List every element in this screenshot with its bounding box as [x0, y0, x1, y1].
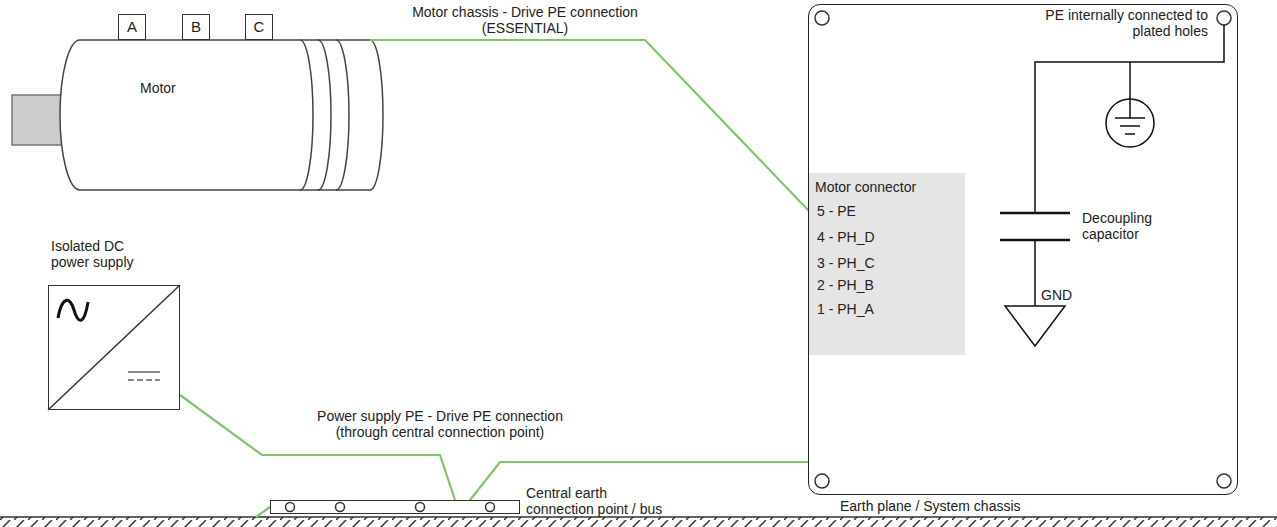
motor: Motor	[12, 40, 383, 190]
ac-symbol	[58, 300, 88, 320]
symbol-label: Decoupling capacitor	[1082, 210, 1174, 242]
node-text: PE internally connected to plated holes	[1043, 7, 1208, 39]
node-text: C	[246, 19, 272, 35]
pe-connection	[370, 40, 809, 211]
terminal-box: B	[182, 14, 210, 40]
plated-hole	[1217, 474, 1231, 488]
node-text: Motor connector	[815, 179, 916, 195]
drive-board: PE internally connected to plated holesM…	[808, 4, 1238, 495]
capacitor-plate	[1000, 212, 1070, 215]
symbol-label: GND	[1041, 287, 1081, 303]
gnd-symbol	[1005, 306, 1065, 346]
node-text: B	[183, 19, 209, 35]
bus-terminal	[486, 503, 495, 512]
motor-ring	[300, 40, 313, 190]
motor-drawing	[12, 40, 383, 190]
node-text: 4 - PH_D	[817, 229, 875, 245]
dc-symbol	[128, 371, 160, 373]
earth-bus: Central earth connection point / bus	[270, 500, 520, 514]
plated-hole	[1217, 11, 1231, 25]
node-text: Central earth connection point / bus	[526, 485, 678, 517]
node-text: Motor	[140, 80, 176, 96]
supply-diagonal	[48, 285, 180, 410]
earth-symbol	[1115, 99, 1145, 134]
motor-ring	[336, 40, 349, 190]
connection-label: Power supply PE - Drive PE connection (t…	[292, 408, 588, 440]
node-text: A	[119, 19, 145, 35]
connection-label: Motor chassis - Drive PE connection (ESS…	[385, 4, 665, 36]
bus-terminal	[336, 503, 345, 512]
terminal-box: C	[245, 14, 273, 40]
earth-plane: Earth plane / System chassis	[0, 517, 1277, 527]
dc-symbol	[128, 379, 160, 381]
bus-terminal	[416, 503, 425, 512]
earth-hatch	[0, 517, 1277, 527]
power-supply-symbol	[48, 285, 180, 410]
terminal-box: A	[118, 14, 146, 40]
earth-symbol	[1106, 99, 1154, 147]
pe-wire	[1035, 25, 1224, 213]
gnd-wire	[1034, 240, 1036, 306]
plated-hole	[815, 11, 829, 25]
node-text: 3 - PH_C	[817, 255, 875, 271]
node-text: 2 - PH_B	[817, 277, 874, 293]
pe-wiring	[1000, 25, 1224, 346]
power-supply: Isolated DC power supply	[48, 285, 180, 410]
pe-connection	[470, 462, 808, 500]
bus-terminal	[286, 503, 295, 512]
pe-wire	[1129, 62, 1131, 99]
node-text: 1 - PH_A	[817, 301, 874, 317]
node-text: Earth plane / System chassis	[840, 498, 1021, 514]
motor-connector: Motor connector 5 - PE 4 - PH_D 3 - PH_C 2 -…	[809, 173, 965, 355]
node-text: 5 - PE	[817, 203, 856, 219]
motor-ring	[318, 40, 331, 190]
motor-body	[60, 40, 383, 190]
node-text: Isolated DC power supply	[51, 238, 161, 270]
bus-terminals	[286, 503, 495, 512]
pe-connection	[256, 507, 270, 517]
plated-hole	[815, 474, 829, 488]
